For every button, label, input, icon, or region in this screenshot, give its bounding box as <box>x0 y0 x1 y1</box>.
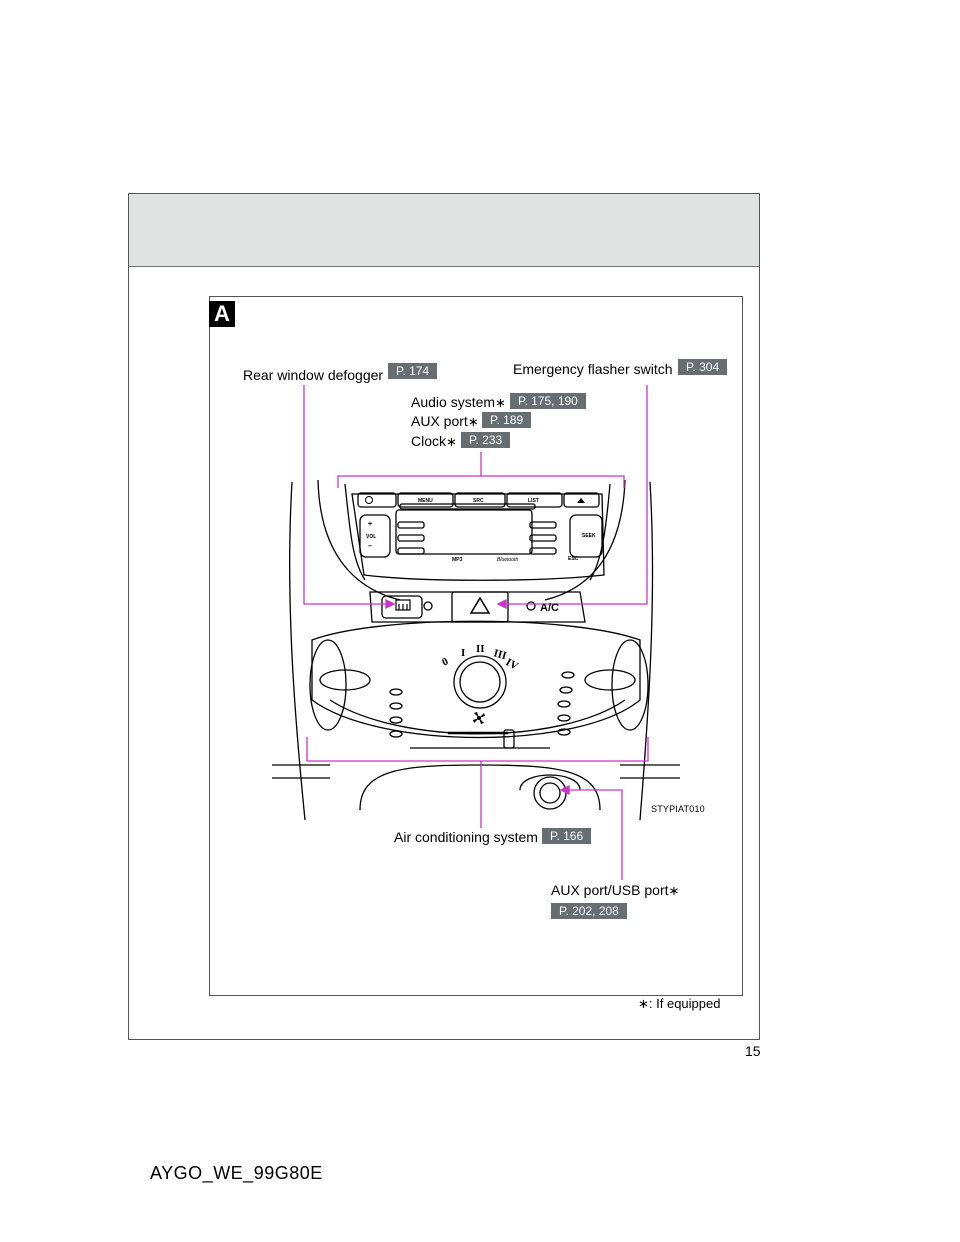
leader-lines <box>303 385 649 880</box>
air-conditioning-label: Air conditioning system <box>394 829 538 845</box>
list-label: LIST <box>528 498 539 504</box>
asterisk-mark: ∗ <box>495 395 506 410</box>
fan-speed-2: II <box>476 643 485 655</box>
rear-defogger-label: Rear window defogger <box>243 367 384 383</box>
footnote-text: : If equipped <box>648 996 721 1011</box>
header-band <box>129 194 759 267</box>
menu-label: MENU <box>418 498 433 504</box>
section-letter: A <box>209 301 235 327</box>
asterisk-mark: ∗ <box>467 414 479 429</box>
vol-minus-label: – <box>368 543 372 550</box>
aux-usb-port-ref[interactable]: P. 202, 208 <box>551 903 627 919</box>
bluetooth-label: Bluetooth <box>497 557 518 563</box>
console-left-edge <box>289 481 306 821</box>
rear-defogger-ref[interactable]: P. 174 <box>388 363 438 379</box>
seek-label: SEEK <box>582 533 596 539</box>
power-icon <box>365 496 373 504</box>
document-code: AYGO_WE_99G80E <box>150 1163 323 1183</box>
climate-panel <box>311 620 641 739</box>
hazard-triangle-icon <box>469 596 491 614</box>
fan-knob <box>453 655 507 709</box>
footnote-mark: ∗ <box>638 996 649 1011</box>
emergency-flasher-ref[interactable]: P. 304 <box>678 359 728 375</box>
vol-plus-label: + <box>368 521 372 528</box>
aux-port-ref[interactable]: P. 189 <box>482 412 532 428</box>
aux-port-label: AUX port∗ <box>411 413 479 429</box>
right-vent <box>611 639 649 731</box>
fan-speed-0: 0 <box>440 655 451 668</box>
aux-usb-port-label: AUX port/USB port∗ <box>551 882 680 898</box>
asterisk-mark: ∗ <box>668 883 680 898</box>
air-conditioning-ref[interactable]: P. 166 <box>542 828 592 844</box>
figure-code: STYPIAT010 <box>651 804 705 814</box>
src-label: SRC <box>473 498 484 504</box>
fan-speed-4: IV <box>504 656 521 673</box>
switch-panel <box>369 591 586 623</box>
fan-icon <box>473 712 485 724</box>
left-vent <box>309 639 347 731</box>
esc-label: ESC <box>568 556 579 562</box>
console-right-edge <box>639 481 654 821</box>
clock-ref[interactable]: P. 233 <box>461 432 511 448</box>
lower-tray <box>359 764 601 811</box>
eject-icon <box>577 498 585 503</box>
emergency-flasher-label: Emergency flasher switch <box>513 361 673 377</box>
fan-speed-1: I <box>461 647 465 659</box>
ac-label: A/C <box>540 602 559 614</box>
aux-usb-socket <box>533 776 567 810</box>
mp3-label: MP3 <box>452 557 463 563</box>
page-frame <box>128 193 760 1040</box>
footnote: ∗: If equipped <box>638 996 720 1012</box>
vol-label: VOL <box>366 534 376 540</box>
rear-defogger-icon <box>395 599 411 611</box>
audio-unit <box>351 493 605 581</box>
fan-speed-3: III <box>492 647 508 662</box>
asterisk-mark: ∗ <box>446 434 457 449</box>
figure-box <box>209 296 743 996</box>
audio-system-label: Audio system∗ <box>411 394 506 410</box>
audio-system-ref[interactable]: P. 175, 190 <box>510 393 586 409</box>
page-number: 15 <box>745 1043 761 1059</box>
clock-label: Clock∗ <box>411 433 457 449</box>
